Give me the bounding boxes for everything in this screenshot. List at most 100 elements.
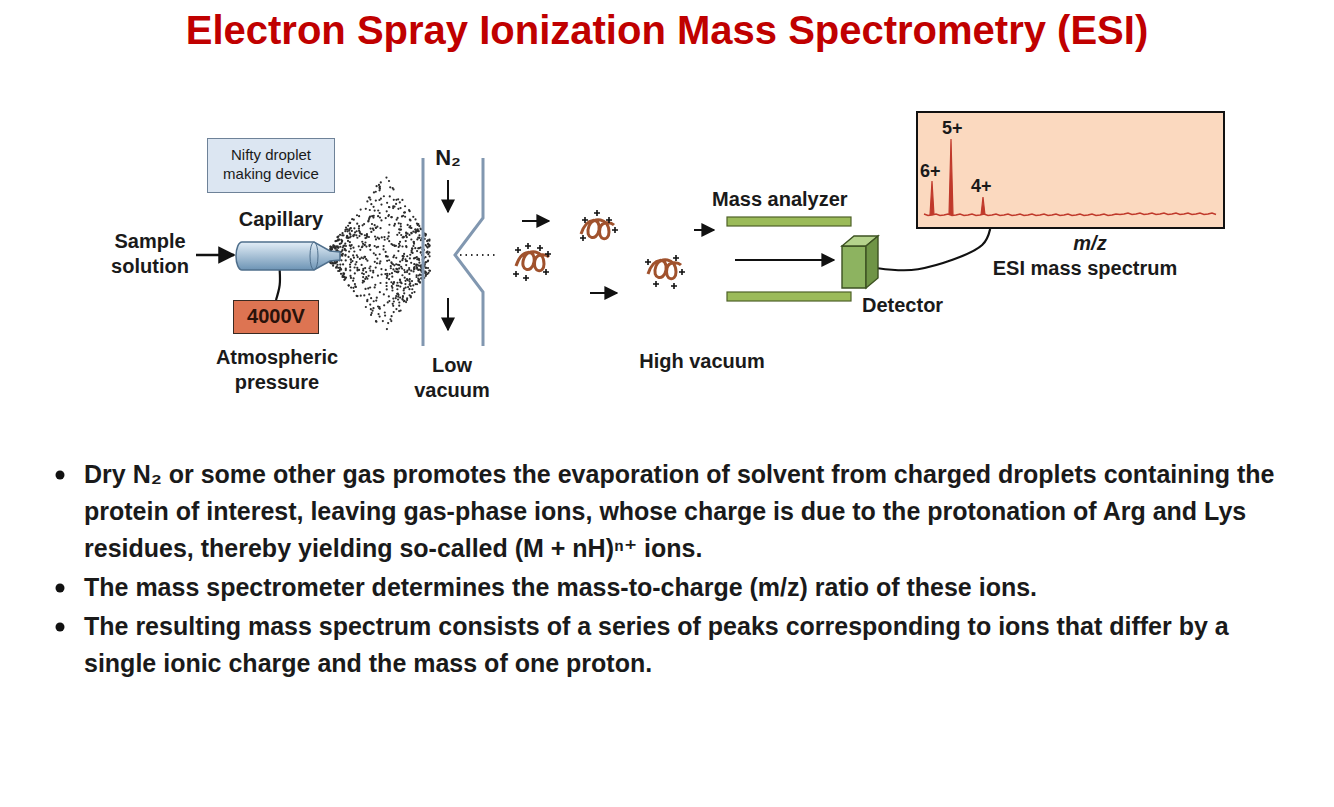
protein-chain xyxy=(516,252,549,271)
droplet xyxy=(349,266,351,268)
droplet xyxy=(376,262,378,264)
region-label: Atmospheric pressure xyxy=(194,345,360,395)
droplet xyxy=(402,255,404,257)
droplet xyxy=(349,244,351,246)
droplet xyxy=(411,232,413,234)
droplet xyxy=(407,286,409,288)
droplet xyxy=(347,240,349,242)
droplet xyxy=(385,176,387,178)
droplet xyxy=(413,243,415,245)
droplet xyxy=(392,305,394,307)
droplet xyxy=(412,231,414,233)
droplet xyxy=(379,216,381,218)
charge-sign xyxy=(525,243,531,249)
spectrum-peak xyxy=(981,197,985,215)
droplet xyxy=(349,263,351,265)
droplet xyxy=(398,222,400,224)
droplet xyxy=(401,268,403,270)
droplet xyxy=(388,235,390,237)
droplet xyxy=(404,205,406,207)
bullet-dot xyxy=(54,621,66,633)
droplet xyxy=(373,229,375,231)
droplet xyxy=(339,263,341,265)
droplet xyxy=(381,236,383,238)
droplet xyxy=(392,303,394,305)
droplet xyxy=(369,198,371,200)
droplet xyxy=(403,269,405,271)
droplet xyxy=(399,201,401,203)
ion-stream xyxy=(460,254,495,256)
spectrum-caption: ESI mass spectrum xyxy=(950,256,1220,280)
droplet xyxy=(348,228,350,230)
droplet xyxy=(393,311,395,313)
droplet xyxy=(406,233,408,235)
droplet xyxy=(409,294,411,296)
droplet xyxy=(400,228,402,230)
droplet xyxy=(369,249,371,251)
droplet xyxy=(410,285,412,287)
droplet xyxy=(339,267,341,269)
droplet xyxy=(358,245,360,247)
droplet xyxy=(356,254,358,256)
droplet xyxy=(374,224,376,226)
droplet xyxy=(350,258,352,260)
droplet xyxy=(365,306,367,308)
droplet xyxy=(395,308,397,310)
bullet-text: Dry N₂ or some other gas promotes the ev… xyxy=(84,456,1299,567)
droplet xyxy=(364,237,366,239)
droplet xyxy=(358,269,360,271)
droplet xyxy=(398,228,400,230)
analyzer-rod xyxy=(727,292,851,301)
droplet xyxy=(349,241,351,243)
droplet xyxy=(395,295,397,297)
droplet xyxy=(375,238,377,240)
droplet xyxy=(400,234,402,236)
droplet xyxy=(358,215,360,217)
axis-label: m/z xyxy=(1040,232,1140,254)
droplet xyxy=(411,247,413,249)
droplet xyxy=(368,196,370,198)
droplet xyxy=(399,207,401,209)
droplet xyxy=(392,268,394,270)
droplet xyxy=(375,254,377,256)
node-text: 4000V xyxy=(234,301,318,332)
gas-arrow xyxy=(447,180,449,212)
droplet xyxy=(379,260,381,262)
droplet xyxy=(427,259,429,261)
droplet xyxy=(409,254,411,256)
droplet xyxy=(418,279,420,281)
droplet xyxy=(364,278,366,280)
droplet xyxy=(412,284,414,286)
droplet xyxy=(353,257,355,259)
droplet xyxy=(376,226,378,228)
droplet xyxy=(379,227,381,229)
droplet xyxy=(382,245,384,247)
droplet xyxy=(351,260,353,262)
bullet-dot xyxy=(56,623,65,632)
droplet xyxy=(354,231,356,233)
droplet xyxy=(411,292,413,294)
droplet xyxy=(391,289,393,291)
droplet xyxy=(379,316,381,318)
droplet xyxy=(351,218,353,220)
droplet xyxy=(349,222,351,224)
droplet xyxy=(378,184,380,186)
droplet xyxy=(370,308,372,310)
droplet xyxy=(397,294,399,296)
droplet xyxy=(369,270,371,272)
droplet xyxy=(410,238,412,240)
droplet xyxy=(365,245,367,247)
droplet xyxy=(374,284,376,286)
droplet xyxy=(409,278,411,280)
droplet xyxy=(412,216,414,218)
droplet xyxy=(345,259,347,261)
peak-label: 4+ xyxy=(971,176,992,197)
droplet xyxy=(388,180,390,182)
droplet xyxy=(398,232,400,234)
capillary-body xyxy=(236,242,340,270)
droplet xyxy=(416,268,418,270)
droplet xyxy=(339,234,341,236)
droplet xyxy=(403,292,405,294)
droplet xyxy=(352,234,354,236)
droplet xyxy=(373,252,375,254)
